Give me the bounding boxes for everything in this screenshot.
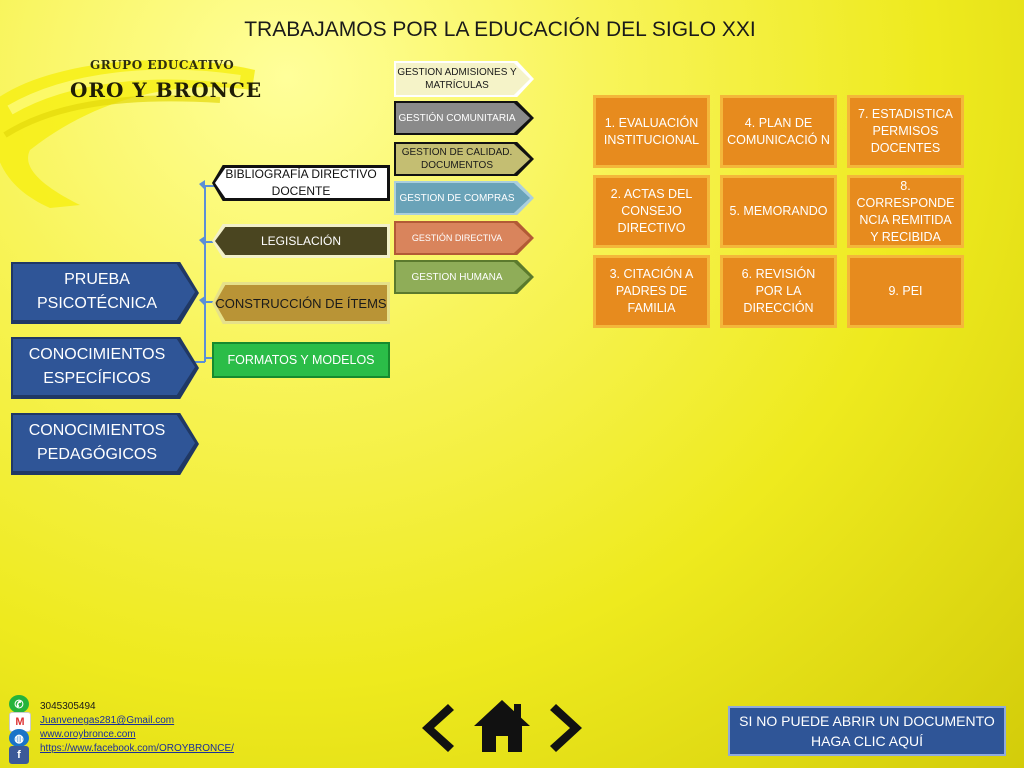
contact-facebook-link[interactable]: https://www.facebook.com/OROYBRONCE/ (40, 743, 234, 754)
logo-brush-stroke (0, 60, 255, 208)
bibliografia-button[interactable]: BIBLIOGRAFÍA DIRECTIVO DOCENTE (212, 165, 390, 201)
contact-email-link[interactable]: Juanvenegas281@Gmail.com (40, 715, 175, 726)
gestion-comunitaria-tag[interactable]: GESTIÓN COMUNITARIA (394, 101, 534, 135)
contact-phone: 3045305494 (40, 701, 96, 712)
conocimientos-pedagogicos-label: CONOCIMIENTOS PEDAGÓGICOS (13, 415, 195, 471)
conocimientos-especificos-button[interactable]: CONOCIMIENTOS ESPECÍFICOS (11, 337, 199, 399)
formatos-modelos-button[interactable]: FORMATOS Y MODELOS (212, 342, 390, 378)
conocimientos-especificos-label: CONOCIMIENTOS ESPECÍFICOS (13, 339, 195, 395)
doc-estadistica-permisos[interactable]: 7. ESTADISTICA PERMISOS DOCENTES (847, 95, 964, 168)
bibliografia-label: BIBLIOGRAFÍA DIRECTIVO DOCENTE (215, 168, 387, 198)
next-arrow-icon[interactable] (550, 702, 586, 754)
doc-actas-consejo[interactable]: 2. ACTAS DEL CONSEJO DIRECTIVO (593, 175, 710, 248)
doc-citacion-padres[interactable]: 3. CITACIÓN A PADRES DE FAMILIA (593, 255, 710, 328)
gestion-comunitaria-label: GESTIÓN COMUNITARIA (396, 103, 530, 133)
legislacion-label: LEGISLACIÓN (215, 227, 387, 255)
contact-website-row: www.oroybronce.com (40, 728, 136, 742)
gestion-compras-tag[interactable]: GESTION DE COMPRAS (394, 181, 534, 215)
whatsapp-icon: ✆ (9, 695, 29, 713)
prueba-psicotecnica-button[interactable]: PRUEBA PSICOTÉCNICA (11, 262, 199, 324)
gestion-admisiones-label: GESTION ADMISIONES Y MATRÍCULAS (396, 63, 530, 95)
construccion-items-button[interactable]: CONSTRUCCIÓN DE ÍTEMS (212, 282, 390, 324)
contact-website-link[interactable]: www.oroybronce.com (40, 729, 136, 740)
gestion-calidad-tag[interactable]: GESTION DE CALIDAD. DOCUMENTOS (394, 142, 534, 176)
gestion-calidad-label: GESTION DE CALIDAD. DOCUMENTOS (396, 144, 530, 174)
doc-memorando[interactable]: 5. MEMORANDO (720, 175, 837, 248)
page-title: TRABAJAMOS POR LA EDUCACIÓN DEL SIGLO XX… (244, 18, 756, 41)
gestion-humana-label: GESTION HUMANA (396, 262, 530, 292)
facebook-icon: f (9, 746, 29, 764)
home-icon[interactable] (472, 698, 532, 754)
doc-plan-comunicacion[interactable]: 4. PLAN DE COMUNICACIÓ N (720, 95, 837, 168)
previous-arrow-icon[interactable] (418, 702, 454, 754)
construccion-items-label: CONSTRUCCIÓN DE ÍTEMS (215, 285, 387, 321)
doc-revision-direccion[interactable]: 6. REVISIÓN POR LA DIRECCIÓN (720, 255, 837, 328)
globe-icon: ◍ (9, 729, 29, 747)
gestion-directiva-tag[interactable]: GESTIÓN DIRECTIVA (394, 221, 534, 255)
gestion-directiva-label: GESTIÓN DIRECTIVA (396, 223, 530, 253)
doc-correspondencia[interactable]: 8. CORRESPONDE NCIA REMITIDA Y RECIBIDA (847, 175, 964, 248)
formatos-modelos-label: FORMATOS Y MODELOS (227, 353, 375, 367)
doc-pei[interactable]: 9. PEI (847, 255, 964, 328)
help-open-document-button[interactable]: SI NO PUEDE ABRIR UN DOCUMENTO HAGA CLIC… (728, 706, 1006, 756)
gestion-compras-label: GESTION DE COMPRAS (396, 183, 530, 213)
prueba-psicotecnica-label: PRUEBA PSICOTÉCNICA (13, 264, 195, 320)
doc-evaluacion-institucional[interactable]: 1. EVALUACIÓN INSTITUCIONAL (593, 95, 710, 168)
logo-name: ORO Y BRONCE (70, 78, 263, 102)
gestion-admisiones-tag[interactable]: GESTION ADMISIONES Y MATRÍCULAS (394, 61, 534, 97)
legislacion-button[interactable]: LEGISLACIÓN (212, 224, 390, 258)
contact-email-row: Juanvenegas281@Gmail.com (40, 714, 174, 728)
logo-subtitle: GRUPO EDUCATIVO (90, 58, 235, 72)
conocimientos-pedagogicos-button[interactable]: CONOCIMIENTOS PEDAGÓGICOS (11, 413, 199, 475)
contact-facebook-row: https://www.facebook.com/OROYBRONCE/ (40, 742, 234, 756)
gestion-humana-tag[interactable]: GESTION HUMANA (394, 260, 534, 294)
